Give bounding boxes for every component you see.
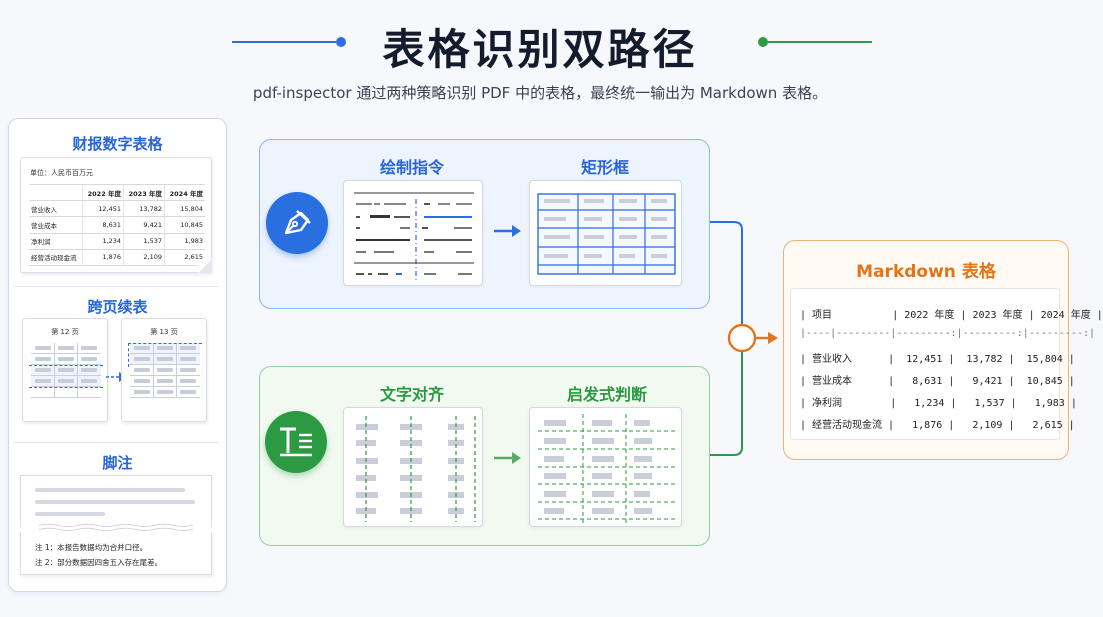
table-cell: 1,537: [122, 233, 165, 250]
table-header-cell: 2022 年度: [81, 183, 124, 202]
merge-connectors: [710, 221, 778, 456]
crosspage-title: 跨页续表: [87, 298, 148, 316]
markdown-title: Markdown 表格: [856, 262, 996, 282]
table-row: 营业成本 8,631 9,421 10,845: [29, 216, 205, 234]
page-label: 第 13 页: [150, 328, 178, 336]
title-dot-left: [336, 37, 346, 47]
continuation-marker: [29, 365, 103, 366]
markdown-line: | 净利润 | 1,234 | 1,537 | 1,983 |: [800, 398, 1077, 409]
drawing-instructions-card: [343, 180, 483, 286]
aligned-columns-illustration: [356, 416, 476, 522]
table-cell: 经营活动现金流: [29, 249, 83, 266]
page-title: 表格识别双路径: [382, 25, 698, 74]
unit-label: 单位：人民币百万元: [30, 169, 93, 177]
step-text-alignment: 文字对齐: [379, 385, 444, 404]
pen-nib-icon: [266, 192, 328, 254]
title-line-right: [768, 41, 872, 43]
table-cell: 8,631: [81, 216, 124, 234]
rectangle-grid-illustration: [537, 193, 676, 275]
arrow-right-icon: [494, 225, 521, 237]
table-header-cell: [29, 183, 83, 202]
table-header-row: 2022 年度 2023 年度 2024 年度: [29, 183, 205, 202]
table-cell: 净利润: [29, 233, 83, 250]
step-drawing-instructions: 绘制指令: [379, 158, 444, 177]
section-divider: [14, 286, 219, 287]
title-line-left: [232, 41, 336, 43]
continuation-marker: [128, 343, 202, 344]
vector-lines-illustration: [354, 192, 474, 281]
table-cell: 2,109: [122, 249, 165, 266]
financial-table: 2022 年度 2023 年度 2024 年度 营业收入 12,451 13,7…: [29, 183, 205, 266]
table-row: 经营活动现金流 1,876 2,109 2,615: [29, 249, 205, 266]
table-cell: 2,615: [164, 249, 205, 266]
page-fold-corner: [198, 259, 212, 273]
markdown-line: |----|---------|---------:|---------:|--…: [800, 328, 1096, 339]
markdown-line: | 经营活动现金流 | 1,876 | 2,109 | 2,615 |: [800, 420, 1075, 431]
mini-table: [130, 343, 200, 409]
table-cell: 营业成本: [29, 216, 83, 234]
mini-table: [31, 343, 101, 409]
markdown-line: | 营业成本 | 8,631 | 9,421 | 10,845 |: [800, 376, 1075, 387]
section-divider: [14, 442, 219, 443]
footnote-line: 注 2：部分数据因四舍五入存在尾差。: [35, 558, 163, 567]
continuation-marker: [128, 343, 129, 367]
table-cell: 1,876: [81, 249, 124, 266]
page-subtitle: pdf-inspector 通过两种策略识别 PDF 中的表格，最终统一输出为 …: [252, 84, 828, 102]
heuristic-card: [529, 407, 682, 527]
financial-table-card: 单位：人民币百万元 2022 年度 2023 年度 2024 年度 营业收入 1…: [20, 157, 212, 273]
markdown-line: | 营业收入 | 12,451 | 13,782 | 15,804 |: [800, 354, 1075, 365]
torn-edge: [39, 523, 193, 531]
table-header-cell: 2024 年度: [164, 183, 205, 202]
header: 表格识别双路径: [0, 14, 1080, 74]
title-dot-right: [758, 37, 768, 47]
page-13-card: 第 13 页: [121, 318, 207, 422]
table-cell: 12,451: [81, 200, 124, 218]
table-row: 净利润 1,234 1,537 1,983: [29, 233, 205, 250]
table-cell: 营业收入: [29, 200, 83, 218]
arrow-right-icon: [494, 452, 521, 464]
footnote-card-top: [20, 475, 212, 527]
table-cell: 9,421: [122, 216, 165, 234]
text-alignment-card: [343, 407, 483, 527]
markdown-line: | 项目 | 2022 年度 | 2023 年度 | 2024 年度 |: [800, 310, 1103, 321]
financial-table-title: 财报数字表格: [72, 135, 163, 153]
heuristic-grid-illustration: [538, 414, 675, 524]
footnote-title: 脚注: [102, 454, 133, 472]
table-cell: 15,804: [164, 200, 205, 218]
footnote-line: 注 1：本报告数据均为合并口径。: [35, 543, 148, 552]
step-heuristic: 启发式判断: [566, 385, 647, 404]
table-cell: 13,782: [122, 200, 165, 218]
table-row: 营业收入 12,451 13,782 15,804: [29, 200, 205, 218]
step-rectangles: 矩形框: [580, 158, 629, 177]
text-align-icon: [265, 411, 327, 473]
footnote-card: 注 1：本报告数据均为合并口径。 注 2：部分数据因四舍五入存在尾差。: [20, 475, 212, 575]
table-cell: 10,845: [164, 216, 205, 234]
page-label: 第 12 页: [51, 328, 79, 336]
footnote-card-bottom: 注 1：本报告数据均为合并口径。 注 2：部分数据因四舍五入存在尾差。: [20, 532, 212, 575]
table-header-cell: 2023 年度: [122, 183, 165, 202]
rectangles-card: [529, 180, 682, 286]
markdown-code-block: [790, 288, 1060, 440]
table-cell: 1,983: [164, 233, 205, 250]
page-12-card: 第 12 页: [22, 318, 108, 422]
continuation-marker: [29, 387, 103, 388]
table-cell: 1,234: [81, 233, 124, 250]
